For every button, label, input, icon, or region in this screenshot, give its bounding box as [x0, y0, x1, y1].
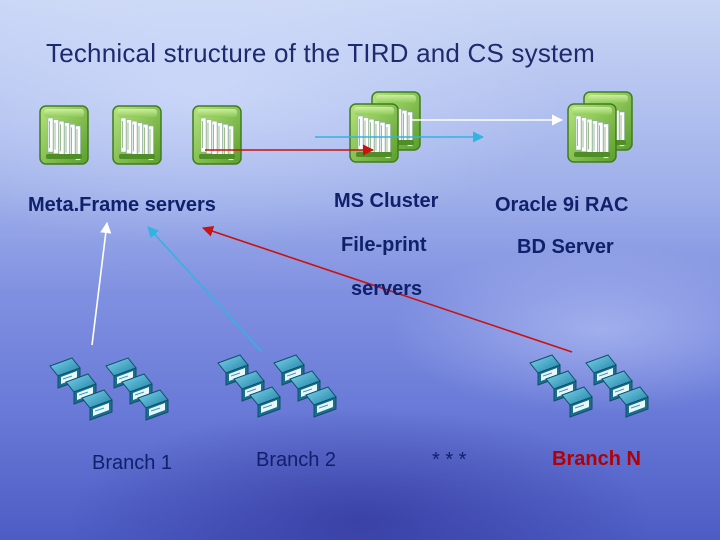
branch-n-workstation-5-icon [601, 370, 633, 402]
page-title: Technical structure of the TIRD and CS s… [46, 38, 595, 68]
metaframe-label: Meta.Frame servers [28, 194, 216, 216]
cluster-server-front-icon [349, 103, 399, 163]
branch-n-workstation-4-icon [585, 354, 617, 386]
metaframe-server-3-icon [192, 105, 242, 165]
branch-1-workstation-2-icon [65, 373, 97, 405]
branch-2-workstation-6-icon [305, 386, 337, 418]
branch-1-label: Branch 1 [92, 452, 173, 474]
bd-server-label: BD Server [517, 236, 614, 258]
branch-2-workstation-3-icon [249, 386, 281, 418]
branch-n-workstation-6-icon [617, 386, 649, 418]
branch-1-workstation-1-icon [49, 357, 81, 389]
ms-cluster-label: MS Cluster [334, 190, 439, 212]
branch-1-workstation-3-icon [81, 389, 113, 421]
file-print-label: File-print [341, 234, 427, 256]
branch-n-workstation-1-icon [529, 354, 561, 386]
branch-2-label: Branch 2 [256, 449, 337, 471]
branch-n-workstation-3-icon [561, 386, 593, 418]
servers-label: servers [351, 278, 423, 300]
arrow-branch-2-to-metaframe [147, 226, 263, 353]
branch-2-workstation-5-icon [289, 370, 321, 402]
branch-1-workstation-6-icon [137, 389, 169, 421]
metaframe-server-1-icon [39, 105, 89, 165]
arrow-branch-1-to-metaframe [91, 221, 112, 346]
branch-n-label: Branch N [552, 448, 641, 470]
oracle-server-front-icon [567, 103, 617, 163]
oracle-label: Oracle 9i RAC [495, 194, 629, 216]
branch-1-workstation-4-icon [105, 357, 137, 389]
ellipsis-label: * * * [432, 449, 467, 471]
branch-1-workstation-5-icon [121, 373, 153, 405]
metaframe-server-2-icon [112, 105, 162, 165]
arrow-branch-n-to-metaframe [201, 225, 573, 353]
